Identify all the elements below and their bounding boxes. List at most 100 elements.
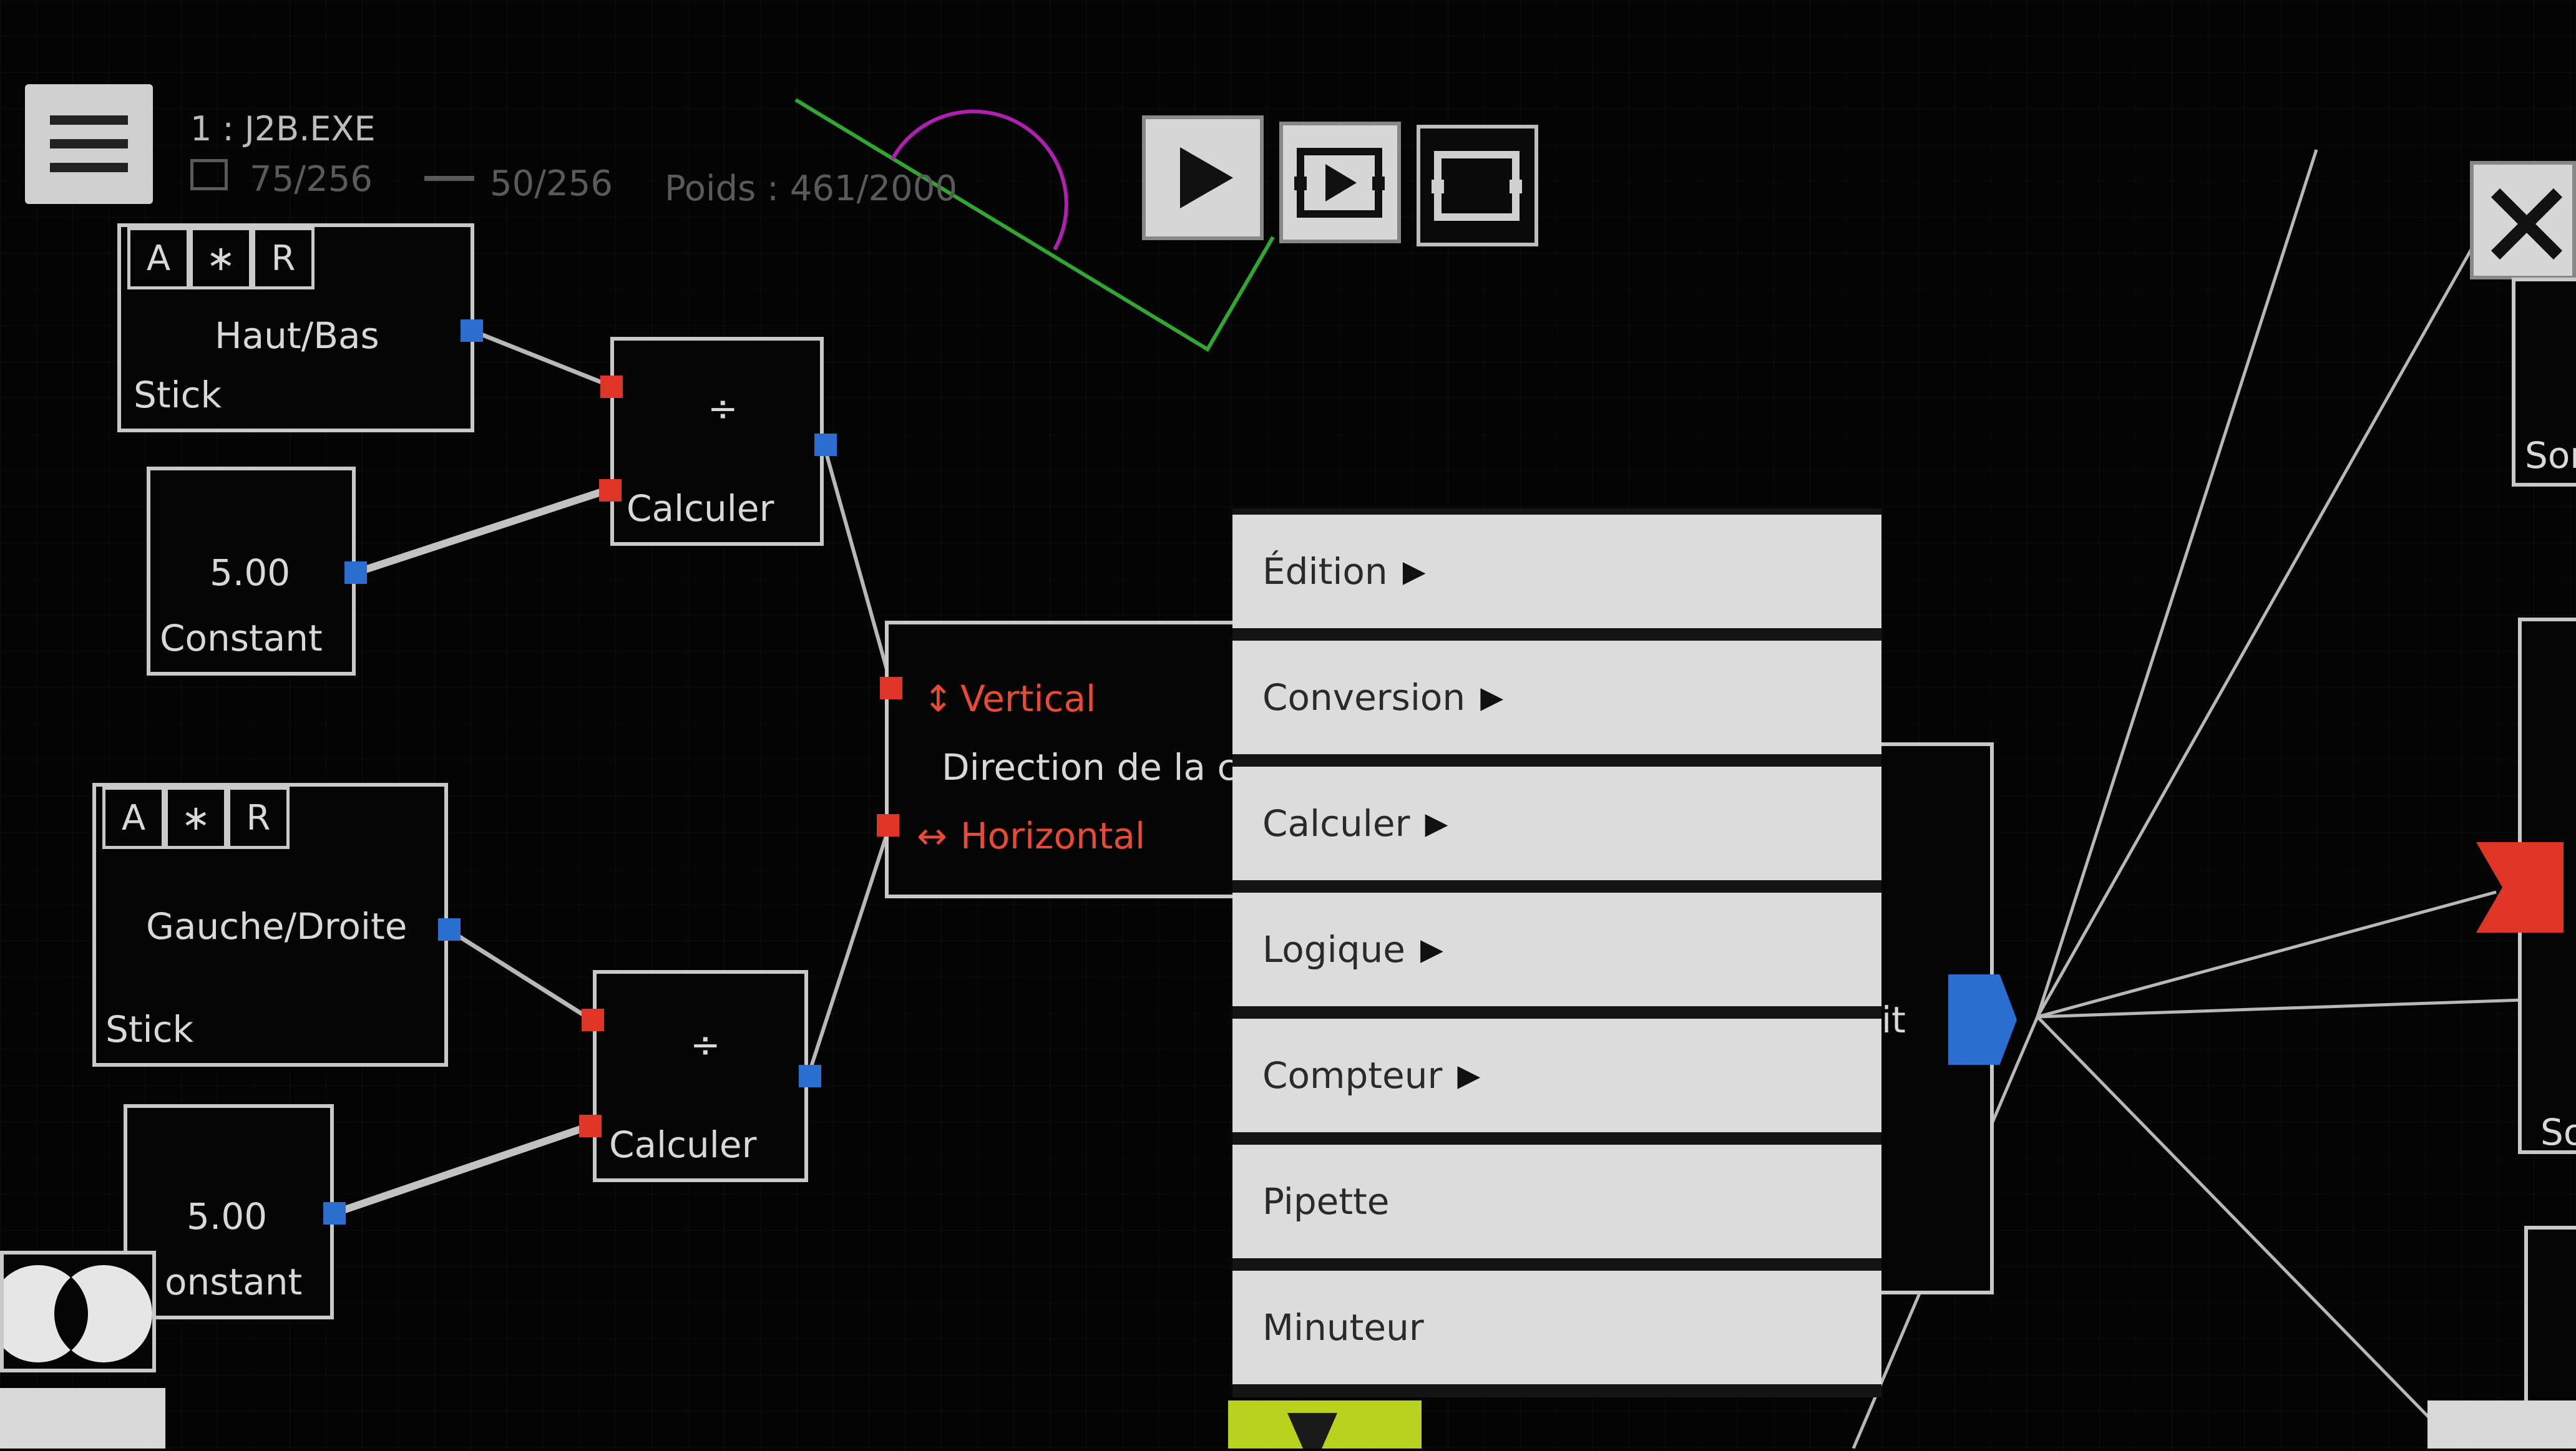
menu-item-label: Logique xyxy=(1262,928,1405,971)
output-port[interactable] xyxy=(799,1065,821,1087)
stick-sublabel: Stick xyxy=(105,1008,194,1051)
arrow-icon xyxy=(1287,1413,1337,1449)
direction-title: Direction de la ca xyxy=(942,746,1259,789)
side-node[interactable]: Sor xyxy=(2512,278,2576,487)
wire xyxy=(2036,248,2473,1018)
side-node-label: So xyxy=(2540,1111,2576,1153)
submenu-arrow-icon: ▶ xyxy=(1457,1058,1481,1093)
stick-label: Gauche/Droite xyxy=(146,905,407,948)
calculate-node[interactable]: ÷ Calculer xyxy=(593,970,808,1182)
guide-arc xyxy=(890,109,1068,251)
flag-r[interactable]: R xyxy=(252,227,315,289)
wire xyxy=(2036,1016,2435,1424)
wire xyxy=(2036,149,2318,1017)
output-port[interactable] xyxy=(461,319,483,342)
menu-item-compteur[interactable]: Compteur ▶ xyxy=(1232,1019,1881,1132)
constant-label: Constant xyxy=(160,617,323,659)
wire-count: 50/256 xyxy=(490,163,613,204)
menu-item-label: Conversion xyxy=(1262,676,1466,719)
submenu-arrow-icon: ▶ xyxy=(1420,932,1443,967)
output-port[interactable] xyxy=(438,918,461,941)
wire-count-icon xyxy=(424,176,474,181)
menu-item-label: Compteur xyxy=(1262,1054,1443,1097)
wire xyxy=(354,486,610,576)
vertical-icon: ↕ xyxy=(923,677,954,720)
input-port[interactable] xyxy=(582,1009,604,1031)
stick-sublabel: Stick xyxy=(134,374,222,416)
bottom-left-button[interactable] xyxy=(0,1388,165,1449)
menu-item-minuteur[interactable]: Minuteur xyxy=(1232,1271,1881,1384)
menu-item-label: Édition xyxy=(1262,550,1388,593)
context-menu: Édition ▶ Conversion ▶ Calculer ▶ Logiqu… xyxy=(1232,508,1881,1397)
input-port[interactable] xyxy=(880,677,902,699)
wire xyxy=(822,444,894,690)
menu-item-label: Calculer xyxy=(1262,802,1410,845)
calculate-label: Calculer xyxy=(627,487,774,530)
menu-item-calculer[interactable]: Calculer ▶ xyxy=(1232,767,1881,880)
overlap-toggle-button[interactable] xyxy=(0,1251,156,1372)
flag-star[interactable]: ∗ xyxy=(190,227,252,289)
bottom-right-button[interactable] xyxy=(2427,1400,2576,1449)
close-button[interactable] xyxy=(2470,161,2576,279)
divide-icon: ÷ xyxy=(708,387,738,430)
input-port[interactable] xyxy=(579,1115,602,1137)
menu-item-label: Pipette xyxy=(1262,1180,1390,1223)
step-play-button[interactable] xyxy=(1279,122,1401,243)
stick-label: Haut/Bas xyxy=(215,314,379,357)
close-icon xyxy=(2491,188,2563,260)
play-button[interactable] xyxy=(1142,115,1264,240)
node-count-icon xyxy=(190,159,228,190)
output-node-fragment: it xyxy=(1881,999,1906,1041)
constant-label: onstant xyxy=(165,1261,303,1303)
menu-item-label: Minuteur xyxy=(1262,1306,1424,1349)
output-port[interactable] xyxy=(323,1202,346,1225)
submenu-arrow-icon: ▶ xyxy=(1425,806,1448,841)
calculate-label: Calculer xyxy=(609,1123,757,1166)
flag-r[interactable]: R xyxy=(227,787,290,849)
constant-node[interactable]: 5.00 Constant xyxy=(147,467,356,676)
horizontal-icon: ↔ xyxy=(917,815,947,857)
flag-a[interactable]: A xyxy=(127,227,190,289)
menu-item-logique[interactable]: Logique ▶ xyxy=(1232,893,1881,1006)
frame-icon xyxy=(1432,151,1522,221)
frame-button[interactable] xyxy=(1417,125,1538,246)
submenu-arrow-icon: ▶ xyxy=(1402,554,1426,589)
side-node-label: Sor xyxy=(2525,434,2576,477)
vertical-input-label: Vertical xyxy=(960,677,1096,720)
output-port[interactable] xyxy=(344,561,367,584)
node-count: 75/256 xyxy=(250,159,373,200)
output-port[interactable] xyxy=(814,434,837,456)
direction-node[interactable]: ↕ Vertical Direction de la ca ↔ Horizont… xyxy=(885,621,1272,898)
stick-node-leftright[interactable]: A ∗ R Gauche/Droite Stick xyxy=(92,783,448,1067)
menu-item-conversion[interactable]: Conversion ▶ xyxy=(1232,641,1881,754)
wire xyxy=(447,928,593,1022)
flag-star[interactable]: ∗ xyxy=(165,787,227,849)
venn-icon xyxy=(0,1265,152,1362)
program-title: 1 : J2B.EXE xyxy=(190,109,376,148)
wire xyxy=(2037,890,2497,1019)
wire xyxy=(333,1122,591,1217)
input-port[interactable] xyxy=(599,479,622,502)
confirm-button[interactable] xyxy=(1228,1400,1422,1449)
input-port[interactable] xyxy=(600,376,623,398)
horizontal-input-label: Horizontal xyxy=(960,815,1146,857)
menu-item-pipette[interactable]: Pipette xyxy=(1232,1145,1881,1258)
menu-button[interactable] xyxy=(25,84,153,204)
menu-item-edition[interactable]: Édition ▶ xyxy=(1232,515,1881,628)
wire xyxy=(2037,996,2576,1019)
flag-a[interactable]: A xyxy=(102,787,165,849)
side-node[interactable] xyxy=(2524,1226,2576,1413)
guide-line xyxy=(794,98,1275,352)
divide-icon: ÷ xyxy=(690,1024,721,1066)
play-icon xyxy=(1180,147,1233,208)
stick-node-updown[interactable]: A ∗ R Haut/Bas Stick xyxy=(117,223,474,432)
constant-node[interactable]: 5.00 onstant xyxy=(124,1104,334,1319)
wire xyxy=(806,826,891,1077)
step-play-icon xyxy=(1294,148,1385,218)
weight-indicator: Poids : 461/2000 xyxy=(665,168,958,209)
calculate-node[interactable]: ÷ Calculer xyxy=(610,337,824,546)
submenu-arrow-icon: ▶ xyxy=(1480,680,1504,715)
constant-value: 5.00 xyxy=(187,1195,268,1238)
constant-value: 5.00 xyxy=(210,551,291,594)
input-port[interactable] xyxy=(877,814,899,837)
